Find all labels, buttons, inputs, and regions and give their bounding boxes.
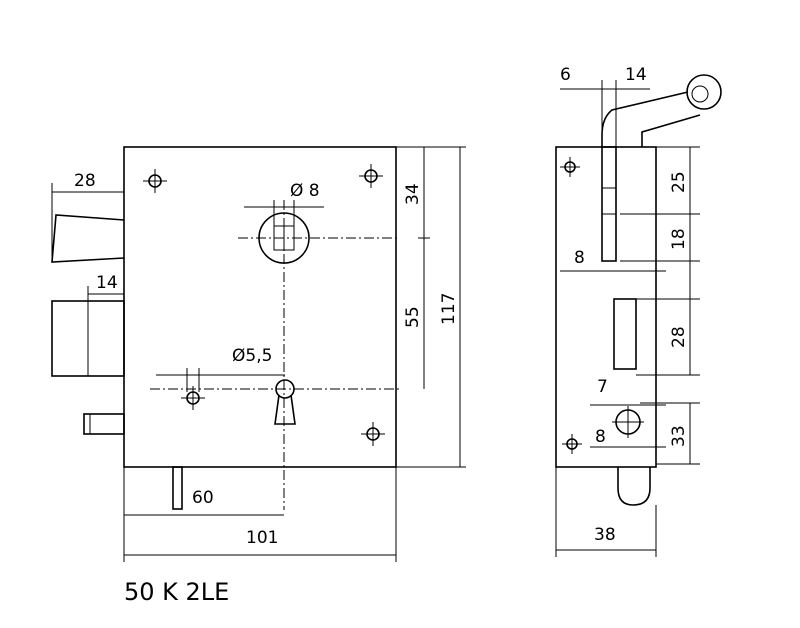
follower-pin: [83, 413, 125, 435]
mounting-hole-top-left: [143, 169, 167, 193]
side-hole-top: [560, 157, 580, 177]
side-body: [555, 146, 657, 468]
dim-backset: 60: [192, 488, 214, 508]
side-hole-bottom: [562, 434, 582, 454]
side-follower-hole: [612, 406, 644, 438]
handle-lever: [601, 74, 722, 147]
dim-lower-thickness: 8: [595, 427, 606, 447]
side-follower-knob: [617, 467, 651, 506]
dim-top-to-cylinder: 34: [403, 183, 423, 205]
keyhole: [274, 379, 296, 425]
dim-depth: 38: [594, 525, 616, 545]
dim-cylinder-hole: Ø 8: [290, 181, 320, 201]
latch-block: [51, 300, 125, 377]
dim-upper-gap: 18: [669, 228, 689, 250]
side-upper-bolt: [601, 146, 617, 262]
dim-latch-width: 14: [96, 273, 118, 293]
model-label: 50 K 2LE: [124, 578, 229, 606]
dim-case-width: 101: [246, 528, 278, 548]
lock-case: [123, 146, 397, 468]
deadbolt: [51, 214, 125, 263]
side-middle-bolt: [613, 298, 637, 370]
dim-bolt-projection: 28: [74, 171, 96, 191]
dim-lever-offset: 6: [560, 65, 571, 85]
dim-follower-offset: 7: [597, 377, 608, 397]
dim-bolt-height: 28: [669, 326, 689, 348]
dim-lower-height: 33: [669, 425, 689, 447]
bottom-tab: [172, 466, 183, 510]
dim-plate-thickness: 8: [574, 248, 585, 268]
dim-lever-width: 14: [625, 65, 647, 85]
dim-screw-hole: Ø5,5: [232, 346, 272, 366]
side-view: 6 14 25 18 28 33 8 7 8 38: [555, 65, 722, 557]
dim-top-offset: 25: [669, 171, 689, 193]
front-view: 28 14 Ø 8 34 55 117 Ø5,5 60 101: [51, 146, 466, 562]
dim-total-height: 117: [439, 293, 459, 325]
mounting-hole-bottom-right: [361, 422, 385, 446]
mounting-hole-top-right: [359, 164, 383, 188]
dim-cylinder-to-keyhole: 55: [403, 306, 423, 328]
screw-hole-lower-left: [181, 386, 205, 410]
